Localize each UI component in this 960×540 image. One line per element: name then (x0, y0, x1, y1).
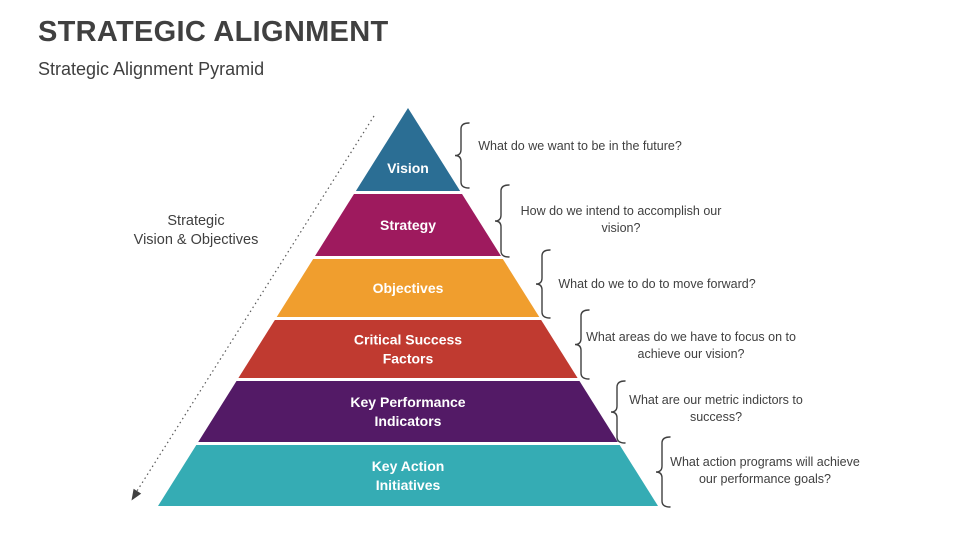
pyramid-level-label-vision: Vision (387, 160, 429, 176)
brace-connector-key-action-initiatives (655, 436, 671, 508)
slide-title: STRATEGIC ALIGNMENT (38, 16, 389, 48)
dotted-arrow-line (136, 115, 375, 492)
slide-subtitle: Strategic Alignment Pyramid (38, 59, 265, 79)
pyramid-level-label-objectives: Objectives (373, 280, 444, 296)
brace-connector-vision (454, 122, 470, 189)
pyramid-level-strategy (315, 194, 501, 256)
brace-connector-objectives (535, 249, 551, 319)
arrowhead-icon (131, 488, 142, 501)
pyramid-level-key-action-initiatives (158, 445, 658, 506)
brace-connector-strategy (494, 184, 510, 258)
pyramid-level-vision (355, 108, 461, 191)
pyramid-level-key-performance-indicators (198, 381, 618, 442)
pyramid-level-label-strategy: Strategy (380, 217, 436, 233)
pyramid-level-objectives (276, 259, 540, 317)
brace-connector-key-performance-indicators (610, 380, 626, 444)
pyramid-level-critical-success-factors (238, 320, 578, 378)
brace-connector-critical-success-factors (574, 309, 590, 380)
